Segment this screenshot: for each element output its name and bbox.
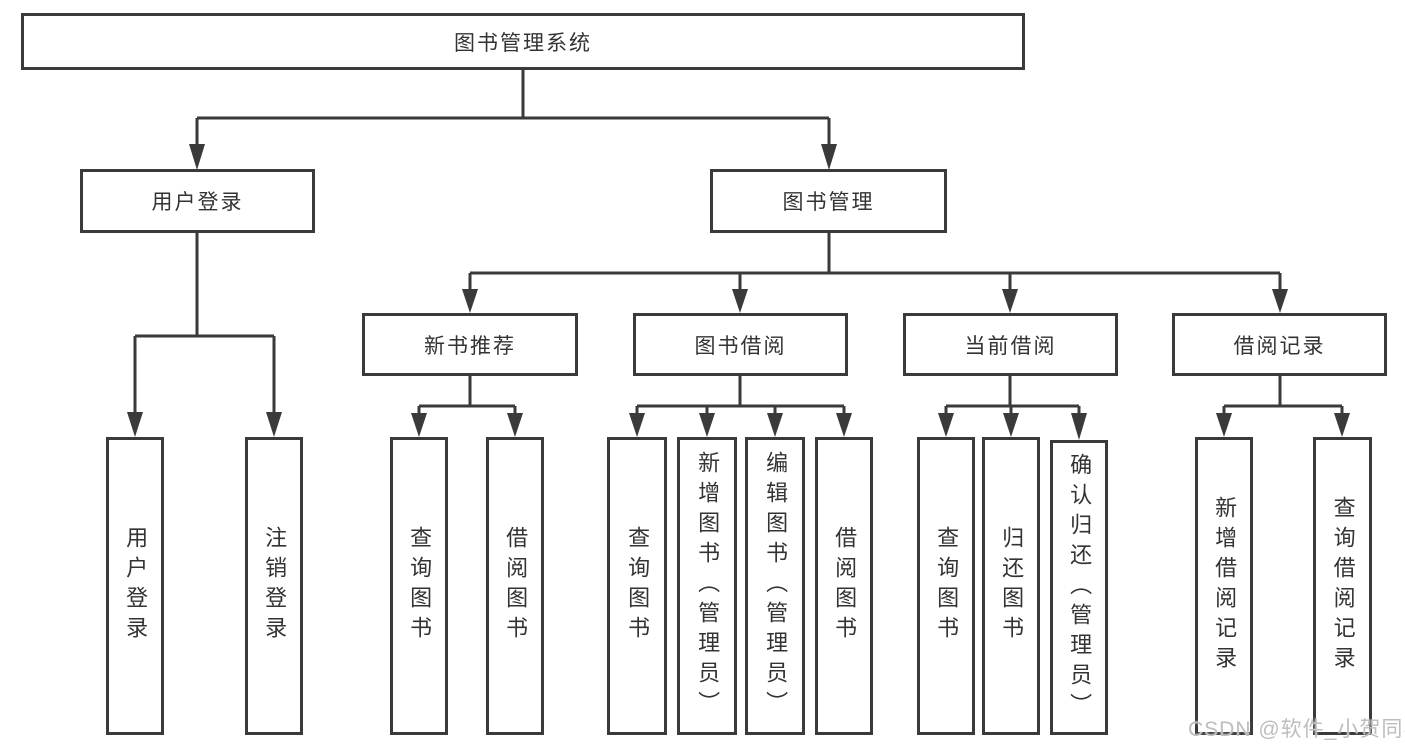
leaf-query-borrow-record: 查询借阅记录 <box>1313 437 1372 735</box>
leaf-return-books: 归还图书 <box>982 437 1040 735</box>
node-book-management: 图书管理 <box>710 169 947 233</box>
leaf-add-books-admin: 新增图书（管理员） <box>677 437 737 735</box>
arrowheads-new-book <box>411 413 523 437</box>
leaf-edit-books-admin: 编辑图书（管理员） <box>745 437 805 735</box>
leaf-borrow-books-recommend: 借阅图书 <box>486 437 544 735</box>
connector-book-borrow <box>635 376 846 414</box>
leaf-borrow-books: 借阅图书 <box>815 437 873 735</box>
connector-user-login <box>133 233 276 414</box>
connector-new-book <box>417 376 517 414</box>
leaf-user-login: 用户登录 <box>106 437 164 735</box>
node-user-login: 用户登录 <box>80 169 315 233</box>
arrowheads-user-login <box>127 412 282 437</box>
leaf-add-borrow-record: 新增借阅记录 <box>1195 437 1253 735</box>
leaf-logout: 注销登录 <box>245 437 303 735</box>
leaf-confirm-return-admin: 确认归还（管理员） <box>1050 440 1108 735</box>
leaf-query-books-current: 查询图书 <box>917 437 975 735</box>
leaf-query-books-borrow: 查询图书 <box>607 437 667 735</box>
arrowheads-borrow-records <box>1216 413 1350 437</box>
node-book-borrow: 图书借阅 <box>633 313 848 376</box>
arrowheads-book-borrow <box>629 413 852 437</box>
arrowheads-current-borrow <box>938 413 1087 440</box>
connector-book-management <box>468 233 1282 291</box>
connector-borrow-records <box>1222 376 1344 414</box>
arrowheads-level2 <box>462 289 1288 313</box>
node-borrow-records: 借阅记录 <box>1172 313 1387 376</box>
leaf-query-books-recommend: 查询图书 <box>390 437 448 735</box>
node-current-borrow: 当前借阅 <box>903 313 1118 376</box>
connector-current-borrow <box>944 376 1081 414</box>
node-root-system: 图书管理系统 <box>21 13 1025 70</box>
arrowheads-level1 <box>189 144 837 170</box>
node-new-book-recommend: 新书推荐 <box>362 313 578 376</box>
connector-root <box>195 70 831 148</box>
watermark: CSDN @软件_小贺同学 <box>1188 718 1405 741</box>
